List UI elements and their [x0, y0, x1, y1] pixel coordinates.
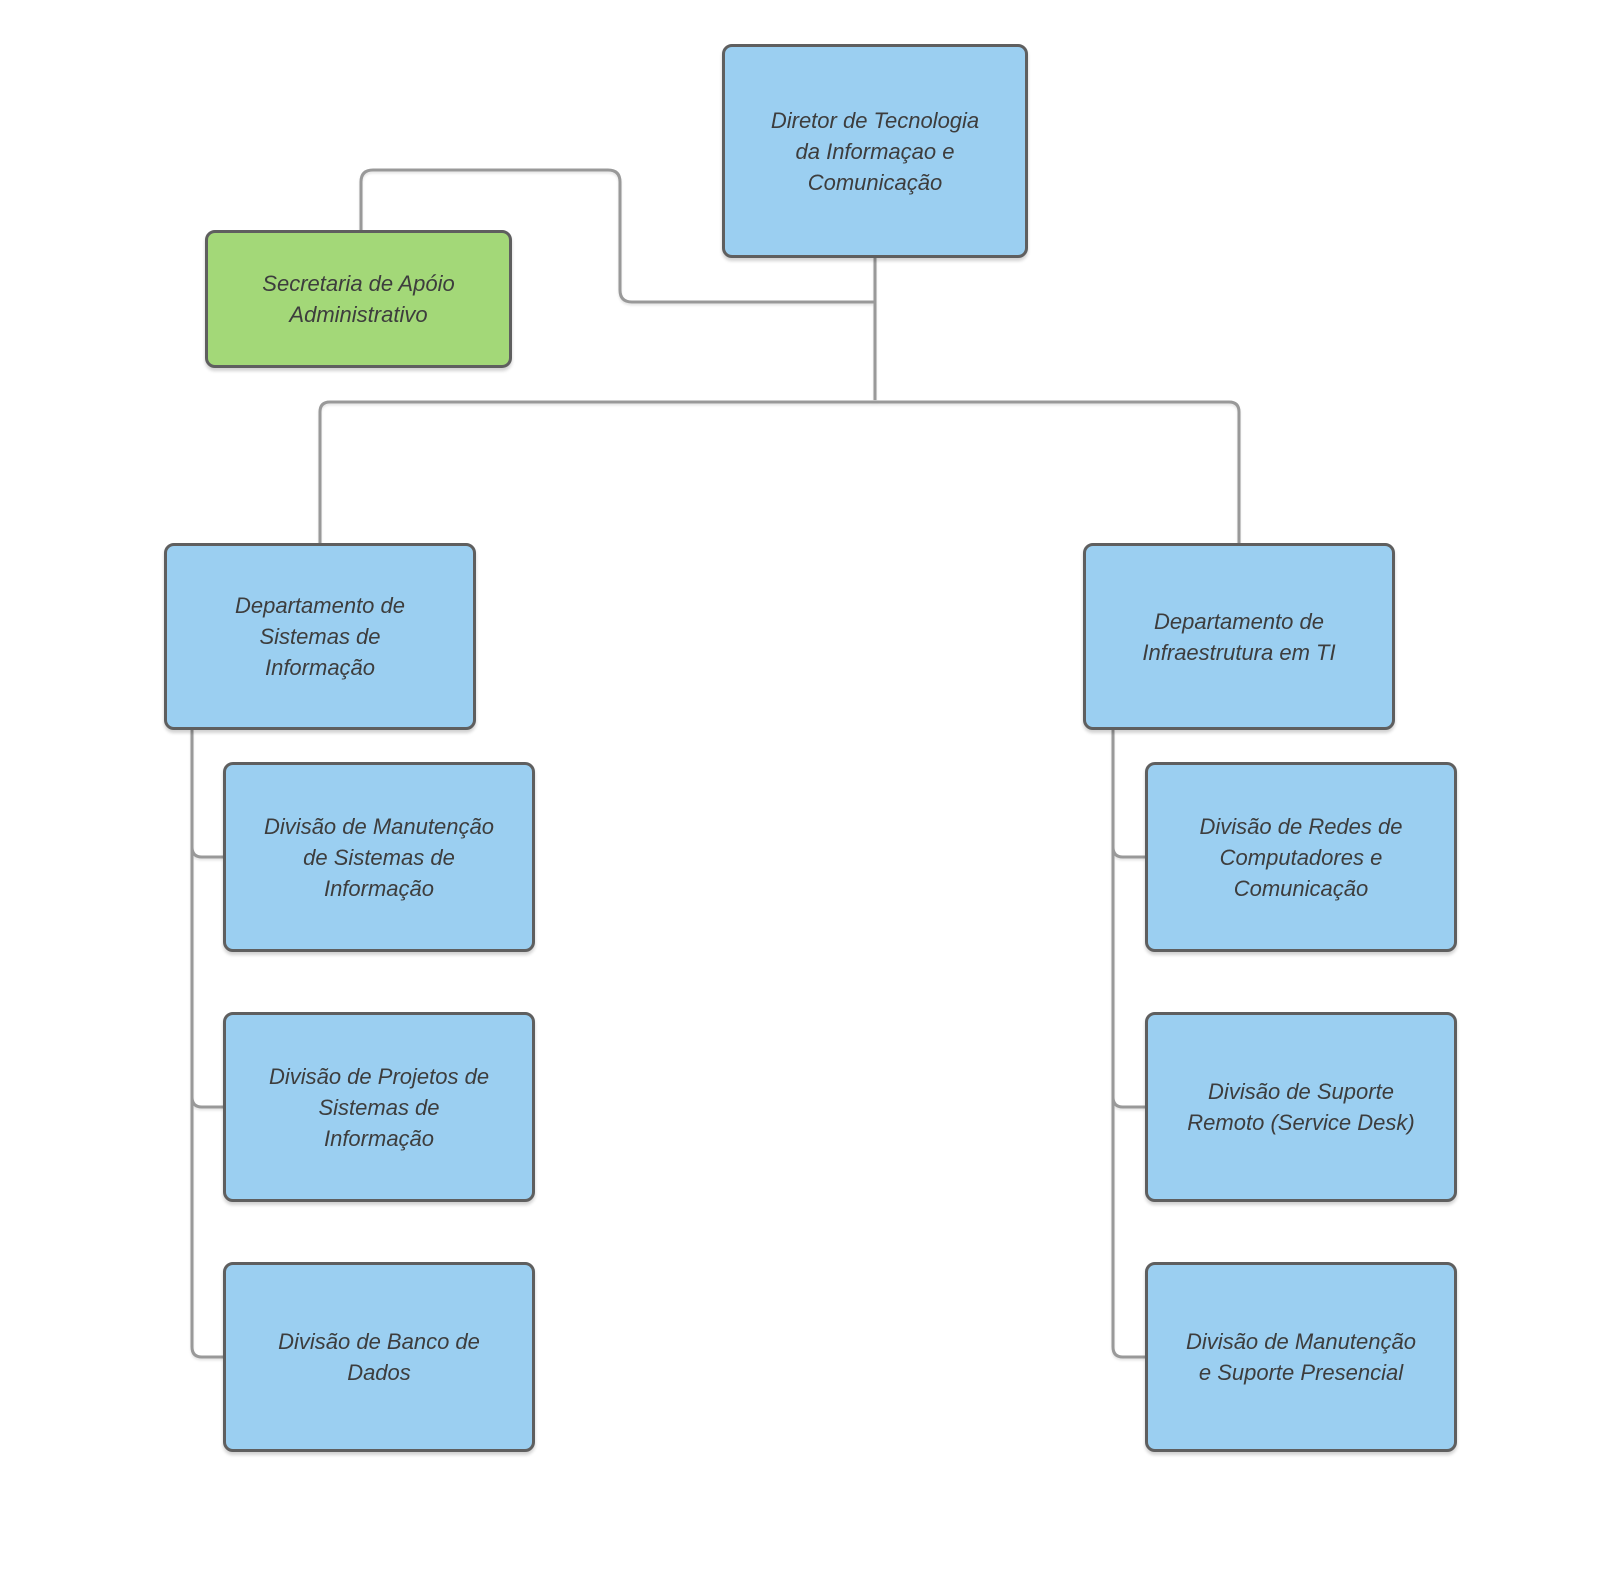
- org-node-departamento-sistemas[interactable]: Departamento de Sistemas de Informação: [164, 543, 476, 730]
- org-node-divisao-manutencao-presencial[interactable]: Divisão de Manutenção e Suporte Presenci…: [1145, 1262, 1457, 1452]
- org-node-divisao-manutencao-sistemas[interactable]: Divisão de Manutenção de Sistemas de Inf…: [223, 762, 535, 952]
- connector-right-division-1: [1111, 730, 1145, 859]
- org-node-divisao-redes[interactable]: Divisão de Redes de Computadores e Comun…: [1145, 762, 1457, 952]
- connector-left-division-1: [190, 730, 223, 859]
- connector-right-division-2: [1111, 730, 1145, 1109]
- org-node-director[interactable]: Diretor de Tecnologia da Informaçao e Co…: [722, 44, 1028, 258]
- connector-right-division-3: [1111, 730, 1145, 1359]
- connector-department-split: [318, 400, 1241, 543]
- connector-assistant: [359, 168, 875, 304]
- connector-left-division-3: [190, 730, 223, 1359]
- org-node-divisao-projetos-sistemas[interactable]: Divisão de Projetos de Sistemas de Infor…: [223, 1012, 535, 1202]
- org-node-divisao-banco-dados[interactable]: Divisão de Banco de Dados: [223, 1262, 535, 1452]
- connector-left-division-2: [190, 730, 223, 1109]
- org-node-departamento-infraestrutura[interactable]: Departamento de Infraestrutura em TI: [1083, 543, 1395, 730]
- org-node-divisao-suporte-remoto[interactable]: Divisão de Suporte Remoto (Service Desk): [1145, 1012, 1457, 1202]
- org-node-secretaria-apoio[interactable]: Secretaria de Apóio Administrativo: [205, 230, 512, 368]
